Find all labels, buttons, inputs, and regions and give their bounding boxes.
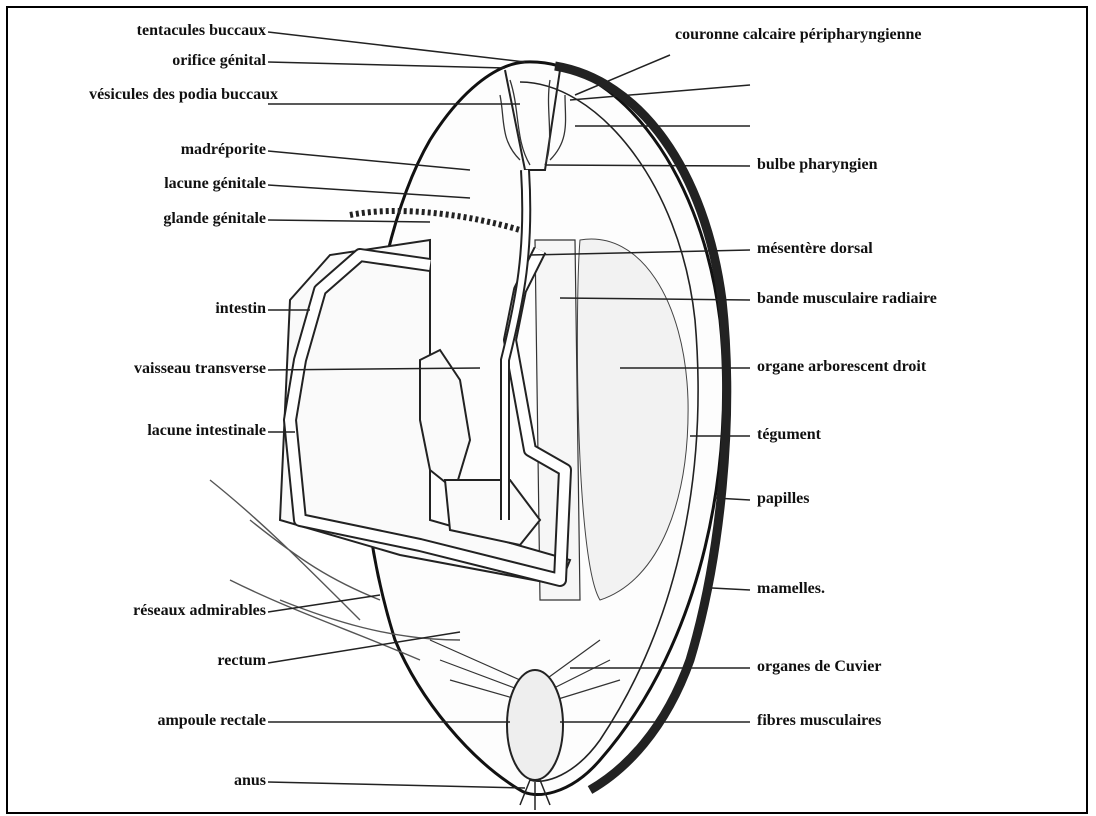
label-bulbe-pharyngien: bulbe pharyngien [757,156,877,174]
label-vaisseau-transverse: vaisseau transverse [134,360,266,378]
label-intestin: intestin [215,300,266,318]
label-couronne-calcaire: couronne calcaire péripharyngienne [675,26,922,44]
label-anus: anus [234,772,266,790]
label-vesicules-podia: vésicules des podia buccaux [89,86,278,104]
label-papilles: papilles [757,490,809,508]
label-mesentere-dorsal: mésentère dorsal [757,240,873,258]
label-rectum: rectum [217,652,266,670]
label-reseaux-admirables: réseaux admirables [133,602,266,620]
label-bande-musculaire: bande musculaire radiaire [757,290,937,308]
label-organe-arborescent: organe arborescent droit [757,358,926,376]
label-organes-cuvier: organes de Cuvier [757,658,881,676]
label-tegument: tégument [757,426,821,444]
label-orifice-genital: orifice génital [172,52,266,70]
rectal-ampulla [507,670,563,780]
label-fibres-musculaires: fibres musculaires [757,712,881,730]
label-lacune-intestinale: lacune intestinale [147,422,266,440]
label-mamelles: mamelles. [757,580,825,598]
label-ampoule-rectale: ampoule rectale [157,712,266,730]
label-lacune-genitale: lacune génitale [164,175,266,193]
label-madreporite: madréporite [181,141,266,159]
label-tentacules-buccaux: tentacules buccaux [137,22,266,40]
label-glande-genitale: glande génitale [163,210,266,228]
